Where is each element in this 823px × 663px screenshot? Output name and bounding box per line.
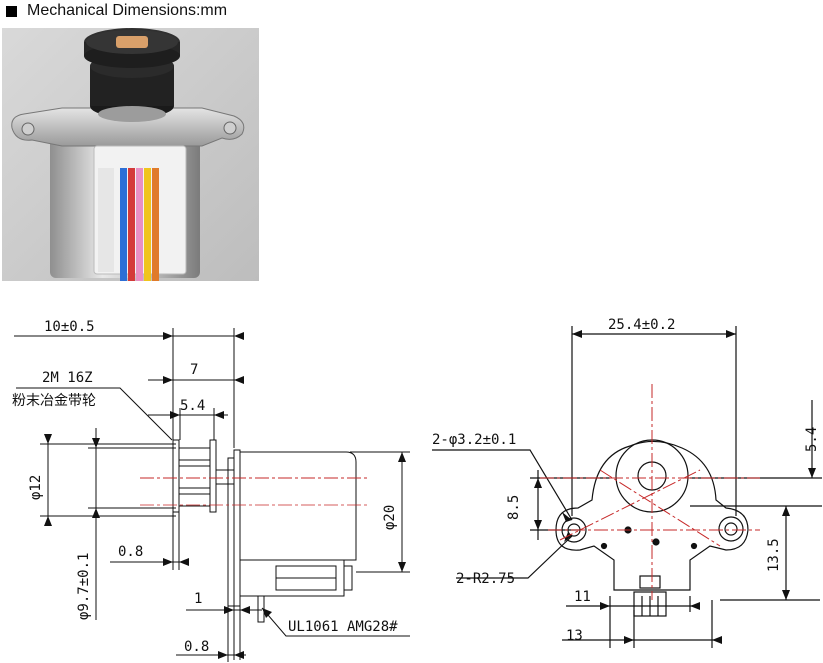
lead-offset-label: 1 [194,591,202,607]
connector-13-label: 13 [566,628,583,644]
hole-offset-label: 8.5 [506,495,522,520]
flange-gap-label: 0.8 [118,544,143,560]
body-diameter-label: φ20 [382,505,398,530]
gear-spec-label: 2M 16Z [42,370,93,386]
gear-material-label: 粉末冶金带轮 [12,393,96,409]
wire-spec-label: UL1061 AMG28# [288,619,398,635]
side-offset-label: 13.5 [766,538,782,572]
section-title: Mechanical Dimensions:mm [27,2,228,19]
gear-diameter-label: φ12 [28,475,44,500]
mount-holes-label: 2-φ3.2±0.1 [432,432,516,448]
connector-11-label: 11 [574,589,591,605]
motor-photo [2,28,259,281]
bottom-gap-label: 0.8 [184,639,209,655]
section-header: Mechanical Dimensions:mm [6,0,227,22]
top-offset-label: 5.4 [804,427,820,452]
overall-length-label: 10±0.5 [44,319,95,335]
ear-radius-label: 2-R2.75 [456,571,515,587]
gear-length-label: 7 [190,362,198,378]
square-bullet-icon [6,5,17,17]
mount-span-label: 25.4±0.2 [608,317,675,333]
gear-width-label: 5.4 [180,398,205,414]
hub-diameter-label: φ9.7±0.1 [76,553,92,620]
